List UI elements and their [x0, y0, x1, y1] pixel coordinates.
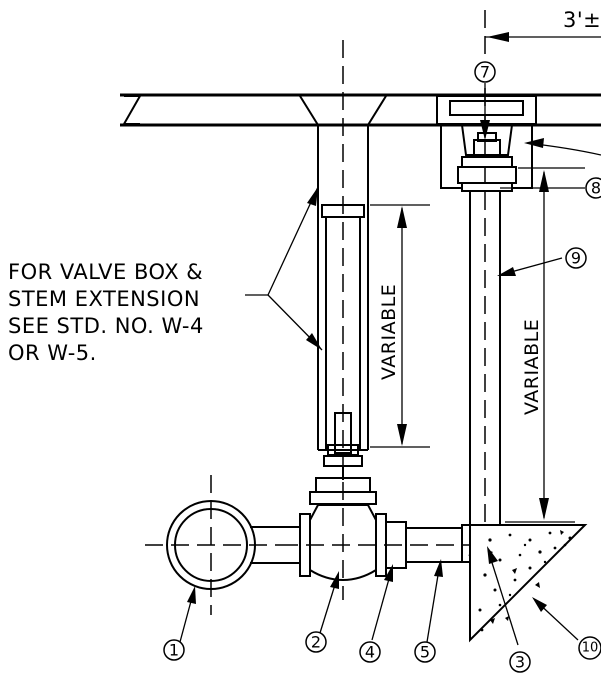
break-symbol: [122, 95, 142, 125]
svg-text:2: 2: [311, 633, 321, 652]
callout-9: 9: [565, 247, 587, 269]
thrust-block: [469, 524, 588, 643]
note-line-1: FOR VALVE BOX &: [8, 260, 203, 284]
svg-text:5: 5: [420, 643, 430, 662]
callout-4: 4: [359, 641, 381, 663]
ground-surface: [120, 93, 601, 127]
note-line-4: OR W-5.: [8, 341, 97, 365]
svg-text:3: 3: [515, 653, 525, 672]
note-line-3: SEE STD. NO. W-4: [8, 314, 204, 338]
callout-10: 10: [578, 636, 601, 660]
callout-1: 1: [163, 639, 185, 661]
top-dimension: 3'±: [485, 8, 601, 42]
variable-label-right: VARIABLE: [521, 319, 543, 415]
valve-stem: [309, 412, 377, 505]
svg-text:4: 4: [365, 643, 375, 662]
svg-text:7: 7: [480, 63, 490, 82]
dimension-top-label: 3'±: [563, 8, 601, 32]
callout-3: 3: [509, 651, 531, 673]
valve-box-note: FOR VALVE BOX & STEM EXTENSION SEE STD. …: [8, 186, 323, 365]
variable-dimension-left: VARIABLE: [370, 204, 430, 448]
callout-8: 8: [585, 177, 601, 199]
svg-text:1: 1: [169, 641, 179, 660]
main-pipe: [145, 475, 280, 615]
riser-pipe-right: [436, 10, 537, 600]
callout-2: 2: [305, 631, 327, 653]
variable-label-left: VARIABLE: [378, 284, 400, 380]
callout-7: 7: [474, 61, 496, 83]
callout-5: 5: [414, 641, 436, 663]
svg-text:8: 8: [591, 179, 601, 198]
valve-box-left: [299, 40, 387, 600]
callout-leaders: [179, 83, 601, 646]
variable-dimension-right: VARIABLE: [505, 167, 585, 523]
note-line-2: STEM EXTENSION: [8, 287, 200, 311]
svg-text:10: 10: [582, 641, 599, 656]
svg-text:9: 9: [571, 249, 581, 268]
